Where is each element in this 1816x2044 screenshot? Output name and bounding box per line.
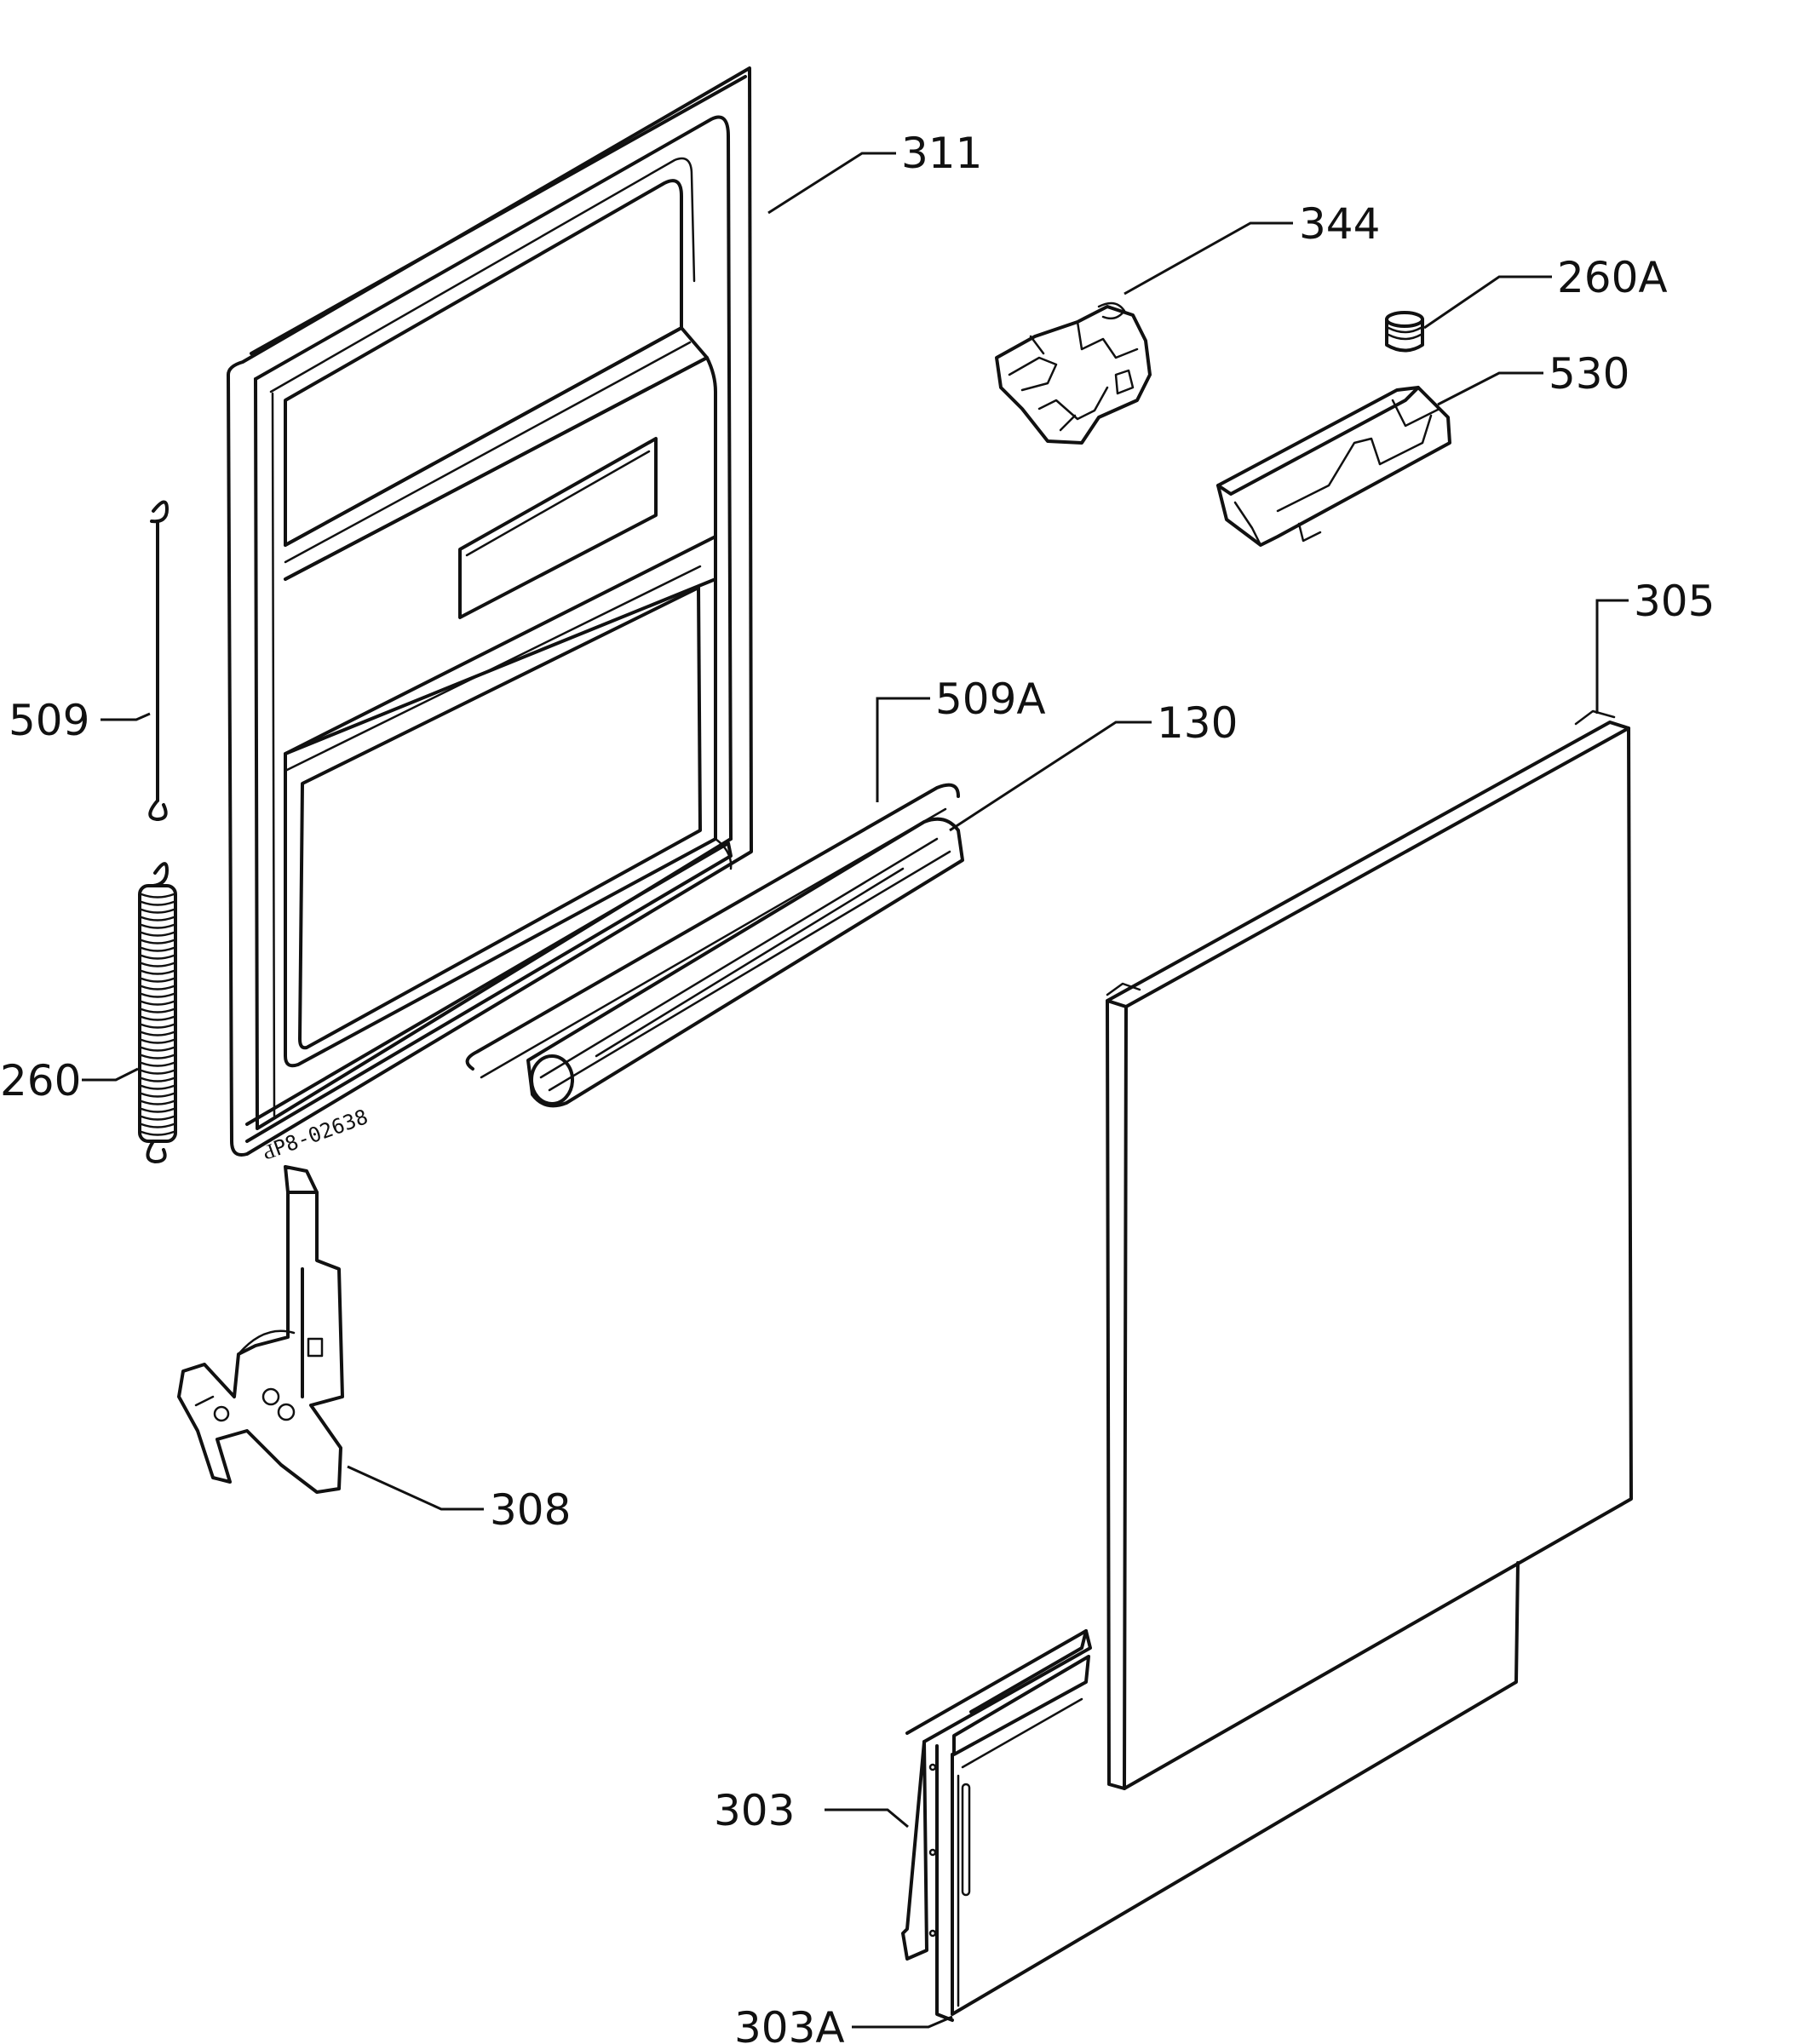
spring-coil-turn <box>140 969 175 975</box>
spring-coil-turn <box>140 946 175 952</box>
lock-housing-part <box>1216 386 1451 547</box>
spring-coil-turn <box>140 992 175 998</box>
door-seal-part <box>526 817 964 1108</box>
spring-coil-turn <box>140 939 175 944</box>
spring-coil-turn <box>140 1092 175 1098</box>
leader-530 <box>1437 371 1543 406</box>
spring-coil-turn <box>140 908 175 914</box>
spring-coil-turn <box>140 1130 175 1136</box>
coil-spring-part <box>138 862 177 1163</box>
leader-308 <box>347 1465 484 1511</box>
spring-coil-turn <box>140 985 175 990</box>
spring-coil-turn <box>140 900 175 906</box>
leader-509A <box>876 697 930 802</box>
callout-308: 308 <box>490 1485 571 1535</box>
leader-303 <box>825 1808 909 1829</box>
spring-coil-turn <box>140 1054 175 1059</box>
outer-door-panel-part <box>1106 709 1633 1790</box>
wire-rod-part <box>465 783 960 1079</box>
spring-coil-turn <box>140 1107 175 1113</box>
latch-hook-part <box>995 301 1152 445</box>
spring-coil-turn <box>140 1015 175 1021</box>
callout-305: 305 <box>1634 577 1715 626</box>
spring-coil-turn <box>140 893 175 899</box>
spring-coil-turn <box>140 1069 175 1075</box>
spring-coil-turn <box>140 1100 175 1105</box>
leader-311 <box>767 152 896 215</box>
leader-344 <box>1124 221 1293 296</box>
callout-530: 530 <box>1549 349 1629 399</box>
leader-260 <box>82 1067 139 1082</box>
spring-coil-turn <box>140 962 175 967</box>
leader-130 <box>949 721 1152 832</box>
spring-coil-turn <box>140 1061 175 1067</box>
spring-coil-turn <box>140 954 175 960</box>
callout-labels: 311 344 260A 530 305 509A 130 509 260 30… <box>0 129 1715 2044</box>
small-spring-part <box>1385 311 1424 353</box>
callout-130: 130 <box>1157 698 1238 748</box>
callout-509A: 509A <box>935 675 1046 724</box>
leader-509 <box>101 712 151 721</box>
leader-260A <box>1423 275 1552 330</box>
callout-260: 260 <box>0 1056 81 1105</box>
callout-509: 509 <box>9 696 89 745</box>
callout-260A: 260A <box>1557 253 1668 302</box>
callout-303A: 303A <box>734 2003 845 2044</box>
spring-coil-turn <box>140 1115 175 1121</box>
leader-305 <box>1595 599 1629 714</box>
inner-door-frame-part: ԀP8-02638 <box>227 66 753 1165</box>
spring-coil-turn <box>140 977 175 983</box>
spring-coil-turn <box>140 1077 175 1082</box>
callout-303: 303 <box>714 1786 795 1835</box>
hinge-part <box>177 1165 344 1494</box>
spring-coil-turn <box>140 1122 175 1128</box>
spring-coil-turn <box>140 1000 175 1006</box>
callout-311: 311 <box>901 129 982 178</box>
spring-coil-turn <box>140 923 175 929</box>
spring-coil-turn <box>140 1008 175 1013</box>
spring-coil-turn <box>140 916 175 922</box>
wire-link-part <box>148 500 169 821</box>
spring-coil-turn <box>140 1046 175 1052</box>
spring-coil-turn <box>140 1084 175 1090</box>
leader-303A <box>852 2015 953 2029</box>
spring-coil-turn <box>140 1031 175 1036</box>
leader-lines <box>82 152 1629 2029</box>
kick-panel-part <box>901 1561 1520 2022</box>
spring-coil-turn <box>140 1038 175 1044</box>
spring-coil-turn <box>140 931 175 937</box>
spring-coil-turn <box>140 1023 175 1029</box>
callout-344: 344 <box>1299 199 1380 249</box>
